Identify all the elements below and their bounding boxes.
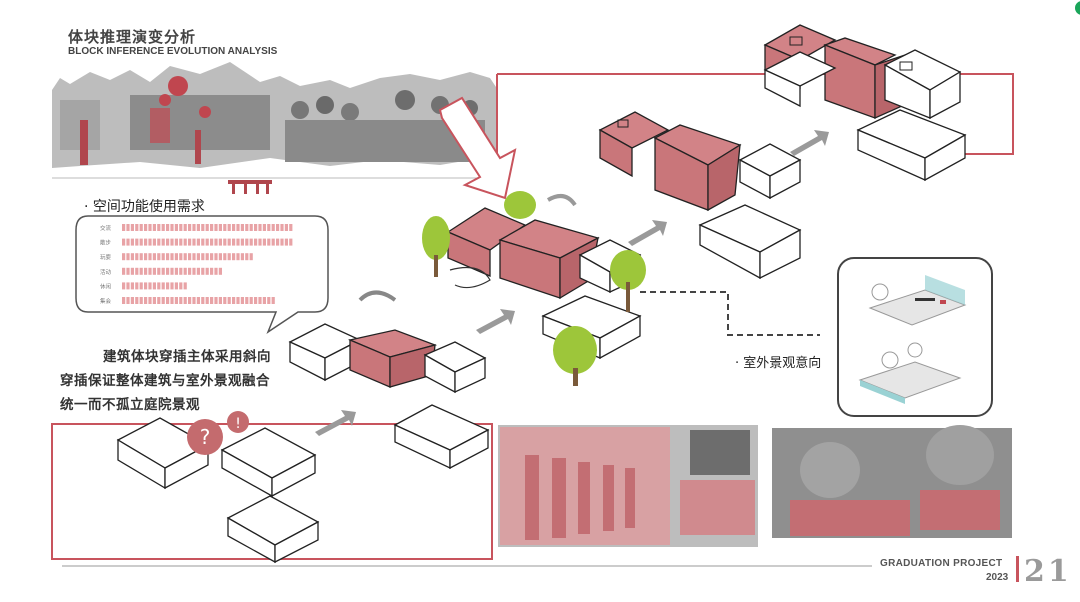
stage3-blocks [598, 111, 802, 280]
demand-section-title: · 空间功能使用需求 [84, 199, 205, 215]
footer-year: 2023 [986, 572, 1009, 583]
demand-bar-label: 休闲 [100, 282, 112, 290]
svg-text:?: ? [200, 425, 211, 449]
demand-bar [122, 253, 253, 261]
demand-bar-label: 活动 [100, 268, 112, 276]
crowd-photo-strip [52, 62, 498, 168]
description-line-1: 建筑体块穿插主体采用斜向 [103, 349, 271, 365]
exclamation-icon [227, 411, 249, 433]
bottom-photo-strip [498, 425, 1012, 547]
demand-bar [122, 267, 222, 275]
question-icon [187, 419, 223, 455]
wind-icon [449, 267, 491, 289]
page-title-cn: 体块推理演变分析 [68, 28, 197, 46]
bench-graphic [228, 180, 272, 194]
page-number: 21 [1024, 554, 1072, 589]
demand-bar [122, 238, 293, 246]
demand-bar [122, 297, 275, 304]
stage2-trees [422, 191, 646, 386]
demand-bar-label: 交流 [100, 224, 112, 232]
footer-project: GRADUATION PROJECT [880, 558, 1003, 569]
description-line-3: 统一而不孤立庭院景观 [60, 397, 200, 413]
landscape-connector [640, 291, 820, 336]
stage2-blocks [446, 207, 642, 360]
demand-bar-label: 散步 [100, 239, 112, 247]
rotate-arrow [358, 290, 397, 302]
page-title-en: BLOCK INFERENCE EVOLUTION ANALYSIS [68, 46, 278, 57]
demand-bar [122, 224, 293, 231]
bottom-left-blocks [116, 417, 320, 564]
top-right-frame [497, 73, 1014, 155]
landscape-label: · 室外景观意向 [735, 356, 822, 371]
photo-arrow [438, 96, 517, 200]
demand-bar-label: 玩耍 [100, 254, 112, 261]
demand-bar-label: 集会 [100, 297, 112, 305]
progression-arrows [315, 130, 829, 436]
stage4-blocks [763, 24, 967, 182]
stage1-blocks [288, 323, 490, 470]
svg-text:!: ! [235, 416, 241, 432]
demand-bar [122, 282, 187, 290]
description-line-2: 穿插保证整体建筑与室外景观融合 [60, 373, 270, 389]
landscape-inset [837, 257, 993, 417]
